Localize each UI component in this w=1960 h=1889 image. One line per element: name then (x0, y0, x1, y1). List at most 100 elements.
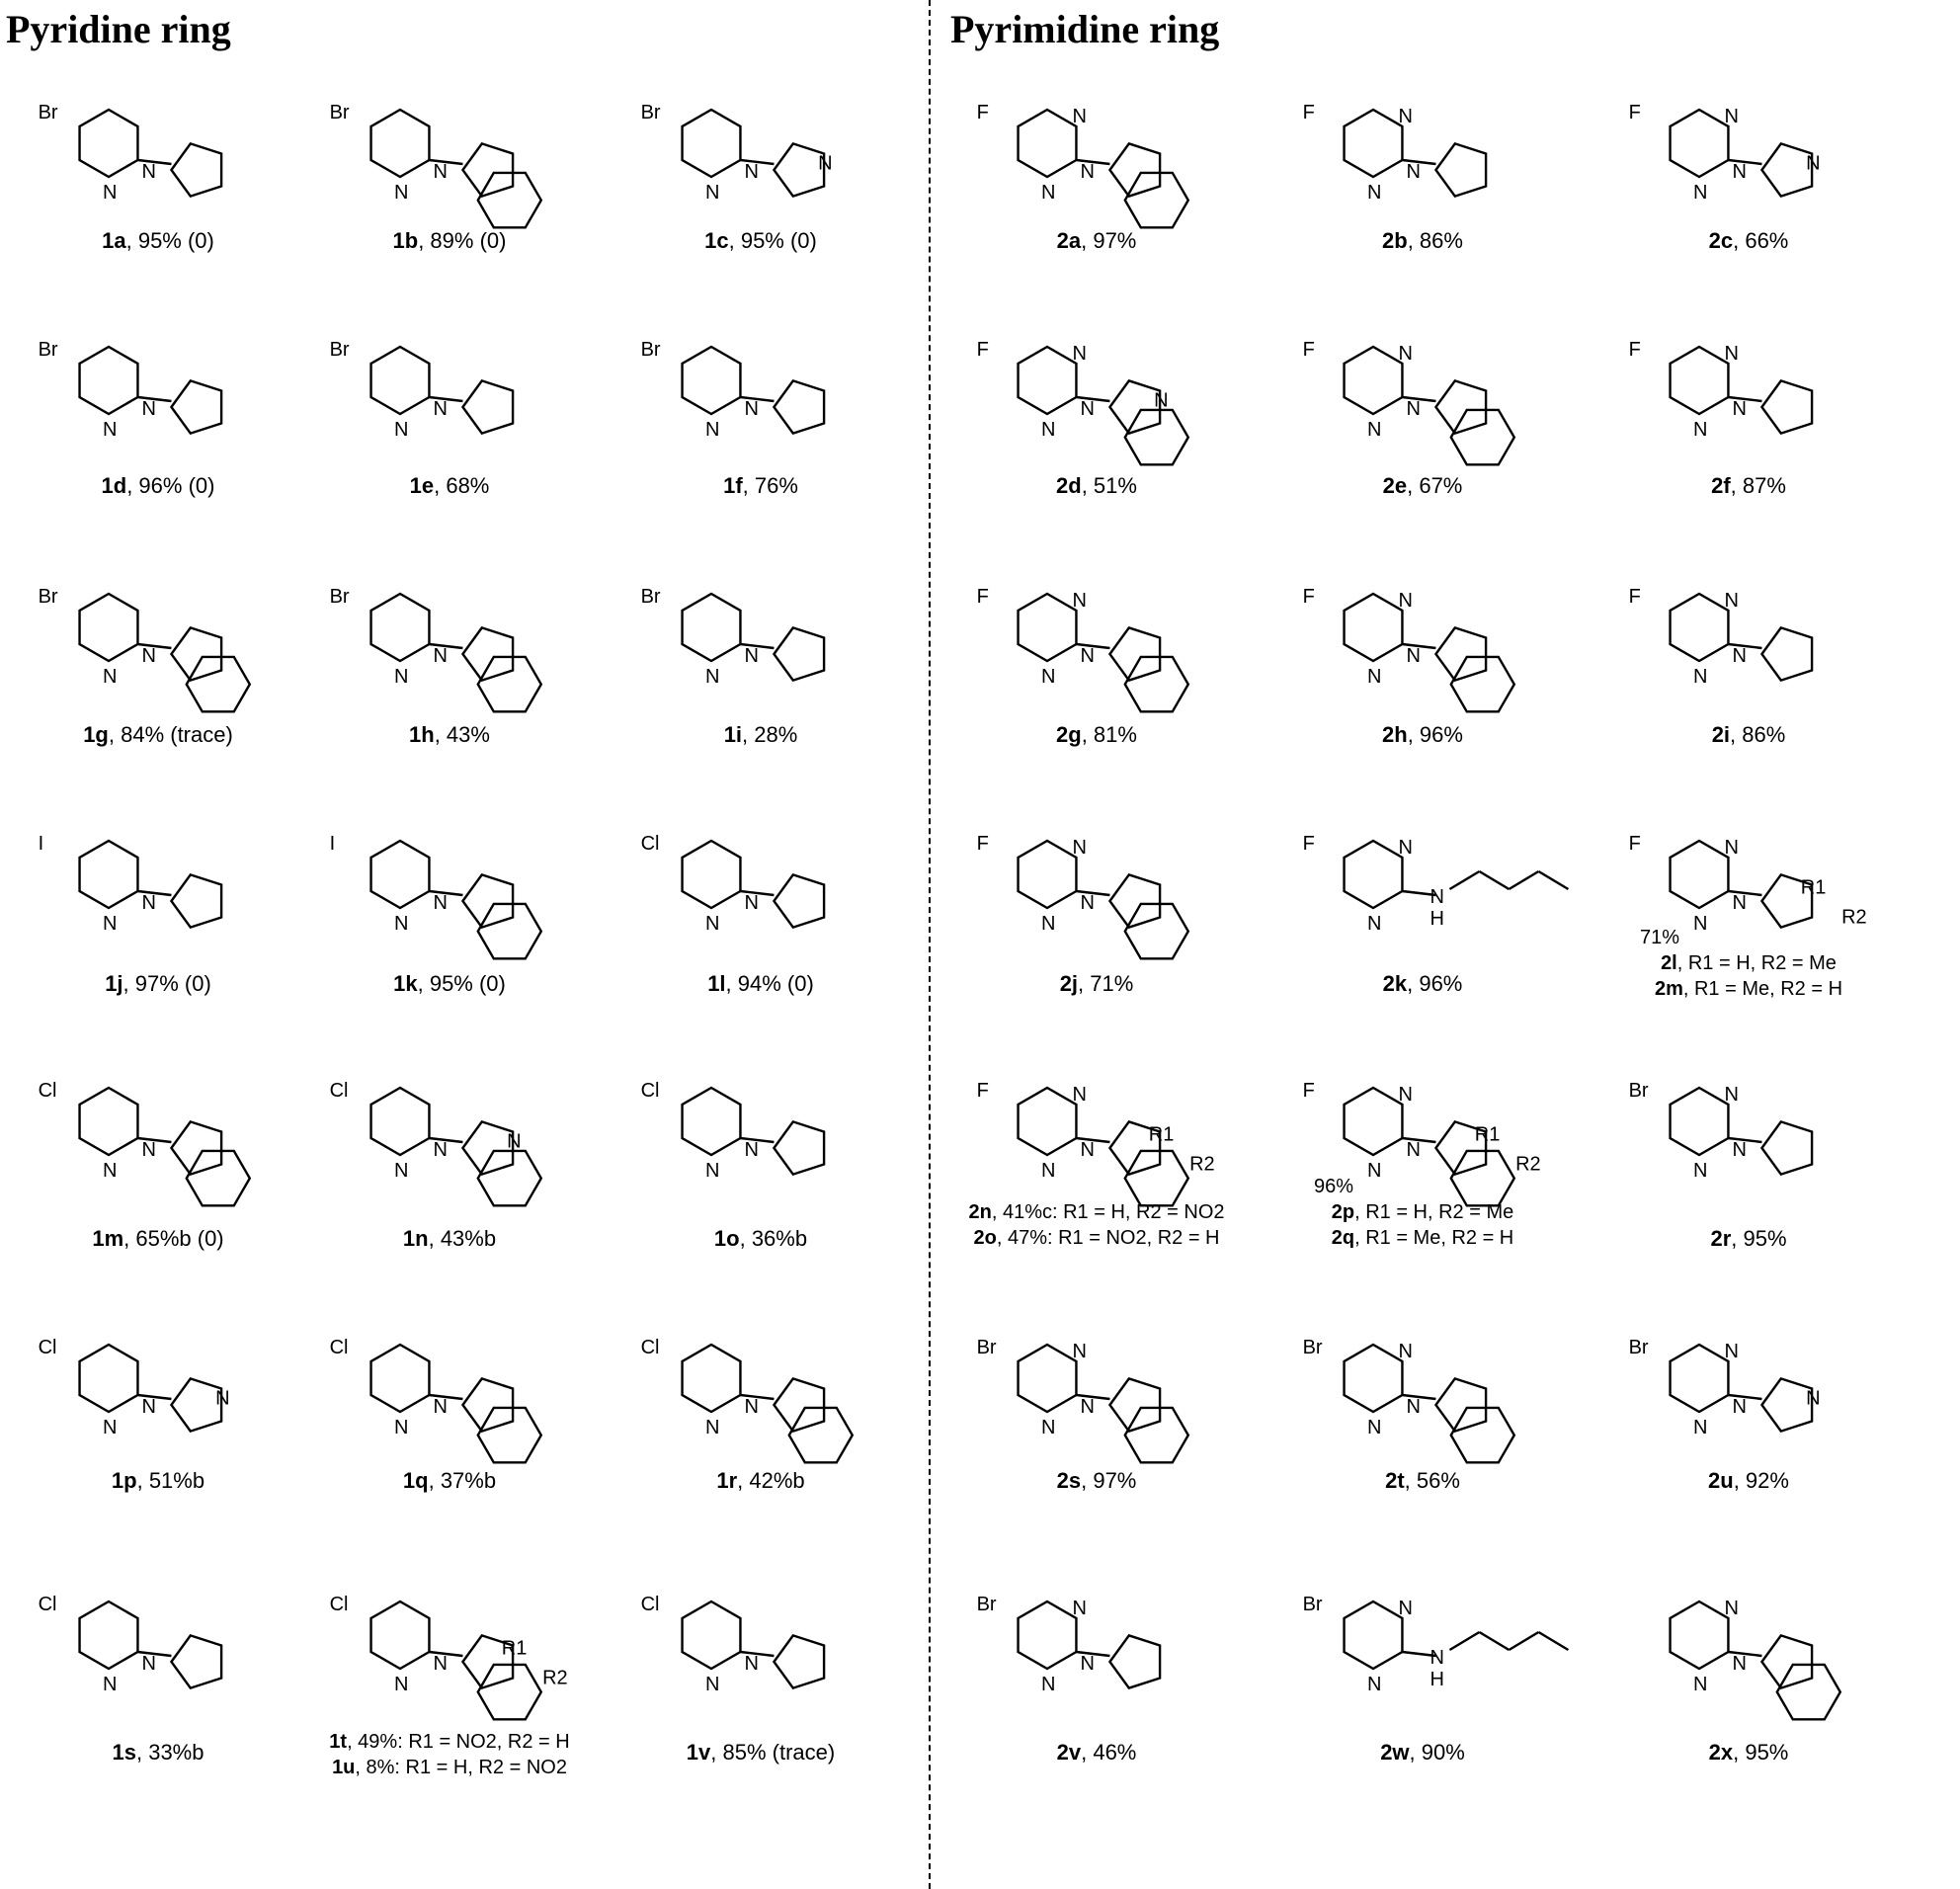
compound-caption-1b: 1b, 89% (0) (301, 227, 598, 255)
ring-nitrogen-label: N (1693, 182, 1707, 204)
amine-hydrogen-label: H (1429, 1669, 1443, 1690)
halogen-substituent-label: F (1629, 339, 1641, 361)
halogen-substituent-label: F (1303, 586, 1315, 608)
six-membered-ring (681, 108, 742, 179)
azole-nitrogen-label: N (1080, 892, 1094, 914)
azole-nitrogen-label: N (1732, 1396, 1746, 1418)
ring-nitrogen-label: N (1367, 666, 1381, 688)
n-aryl-bond (740, 642, 775, 650)
azole-nitrogen-label: N (433, 398, 447, 420)
compound-yield: , 97% (1081, 1468, 1137, 1493)
fused-benzene-ring (1123, 902, 1190, 960)
azole-nitrogen-label: N (1806, 1388, 1820, 1410)
section-divider (929, 0, 931, 1889)
ring-nitrogen-label: N (705, 913, 719, 935)
r2-substituent-label: R2 (542, 1667, 568, 1688)
ring-nitrogen-label: N (1398, 1341, 1412, 1362)
ring-nitrogen-label: N (1398, 590, 1412, 612)
compound-caption-1h: 1h, 43% (301, 721, 598, 749)
five-membered-ring (1759, 1119, 1814, 1177)
compound-caption-2s: 2s, 97% (948, 1467, 1245, 1495)
compound-caption-1l: 1l, 94% (0) (612, 970, 909, 998)
compound-caption-1k: 1k, 95% (0) (301, 970, 598, 998)
five-membered-ring (460, 1119, 515, 1177)
halogen-substituent-label: F (1303, 339, 1315, 361)
compound-yield: , 46% (1081, 1740, 1137, 1765)
compound-caption-1c: 1c, 95% (0) (612, 227, 909, 255)
compound-yield: , 51%b (136, 1468, 205, 1493)
compound-caption-1m: 1m, 65%b (0) (10, 1225, 306, 1253)
compound-id: 2s (1056, 1468, 1082, 1493)
ring-nitrogen-label: N (1072, 1341, 1086, 1362)
halogen-substituent-label: F (977, 339, 989, 361)
compound-yield: , 96% (0) (126, 473, 215, 498)
compound-yield: , 76% (742, 473, 798, 498)
fused-benzene-ring (1123, 408, 1190, 466)
compound-id: 2c (1708, 228, 1734, 253)
ring-nitrogen-label: N (705, 1160, 719, 1182)
six-membered-ring (1017, 108, 1078, 179)
ring-nitrogen-label: N (1367, 913, 1381, 935)
five-membered-ring (1433, 1376, 1488, 1434)
n-aryl-bond (429, 158, 463, 166)
compound-yield: , 95% (1733, 1740, 1789, 1765)
ring-nitrogen-label: N (1398, 343, 1412, 365)
compound-id: 2b (1382, 228, 1408, 253)
six-membered-ring (1017, 1600, 1078, 1671)
halogen-substituent-label: F (977, 1080, 989, 1102)
fused-benzene-ring (1123, 655, 1190, 713)
ring-nitrogen-label: N (1724, 106, 1738, 127)
five-membered-ring (169, 625, 223, 683)
n-aryl-bond (1402, 395, 1436, 403)
five-membered-ring (772, 625, 826, 683)
ring-nitrogen-label: N (394, 1160, 408, 1182)
compound-caption-1u: 1u, 8%: R1 = H, R2 = NO2 (301, 1755, 598, 1780)
halogen-substituent-label: F (1303, 833, 1315, 855)
five-membered-ring (1107, 141, 1162, 199)
compound-yield: , 81% (1081, 722, 1137, 747)
five-membered-ring (460, 1376, 515, 1434)
six-membered-ring (78, 839, 139, 910)
compound-yield: , 37%b (428, 1468, 497, 1493)
azole-nitrogen-label: N (141, 892, 155, 914)
five-membered-ring (460, 378, 515, 436)
ring-nitrogen-label: N (1041, 182, 1055, 204)
compound-caption-2q: 2q, R1 = Me, R2 = H (1274, 1225, 1571, 1251)
azole-nitrogen-label: N (1080, 645, 1094, 667)
compound-id: 1r (716, 1468, 738, 1493)
compound-id: 1k (393, 971, 418, 996)
ring-nitrogen-label: N (103, 913, 117, 935)
alkyl-chain-bond (1478, 869, 1511, 891)
five-membered-ring (1433, 625, 1488, 683)
ring-nitrogen-label: N (705, 666, 719, 688)
n-aryl-bond (137, 158, 172, 166)
ring-nitrogen-label: N (1398, 1084, 1412, 1106)
ring-nitrogen-label: N (394, 182, 408, 204)
compound-caption-2i: 2i, 86% (1600, 721, 1897, 749)
azole-nitrogen-label: N (1154, 390, 1168, 412)
fused-benzene-ring (476, 902, 543, 960)
azole-nitrogen-label: N (744, 398, 758, 420)
ring-nitrogen-label: N (1724, 590, 1738, 612)
fused-benzene-ring (787, 1406, 855, 1464)
compound-caption-1p: 1p, 51%b (10, 1467, 306, 1495)
compound-id: 1s (112, 1740, 136, 1765)
halogen-substituent-label: Br (39, 339, 58, 361)
five-membered-ring (1433, 141, 1488, 199)
five-membered-ring (1759, 1633, 1814, 1690)
azole-nitrogen-label: N (215, 1388, 229, 1410)
halogen-substituent-label: F (1629, 586, 1641, 608)
